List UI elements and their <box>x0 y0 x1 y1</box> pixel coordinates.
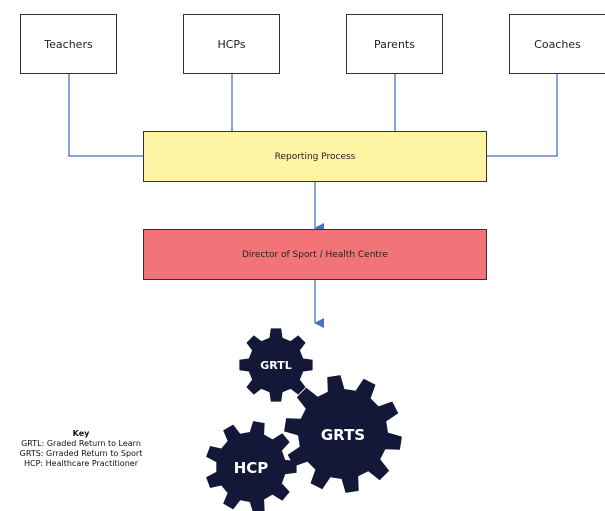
key-legend: Key GRTL: Graded Return to Learn GRTS: G… <box>0 429 162 469</box>
coaches-box: Coaches <box>509 14 605 74</box>
key-item-grts: GRTS: Grraded Return to Sport <box>19 449 143 458</box>
key-title: Key <box>72 429 90 438</box>
teachers-label: Teachers <box>44 37 93 51</box>
parents-label: Parents <box>374 37 415 51</box>
hcps-label: HCPs <box>217 37 246 51</box>
gear-hcp-label: HCP <box>234 459 269 477</box>
key-item-grtl: GRTL: Graded Return to Learn <box>21 439 141 448</box>
gear-grtl: GRTL <box>239 328 313 402</box>
director-box: Director of Sport / Health Centre <box>143 229 487 280</box>
reporting-process-box: Reporting Process <box>143 131 487 182</box>
coaches-label: Coaches <box>534 37 581 51</box>
key-item-hcp: HCP: Healthcare Practitioner <box>24 459 138 468</box>
gear-hcp: HCP <box>206 421 297 511</box>
hcps-box: HCPs <box>183 14 280 74</box>
teachers-connector <box>68 74 143 157</box>
reporting-process-label: Reporting Process <box>274 151 356 162</box>
gear-grts-label: GRTS <box>321 426 365 444</box>
coaches-connector <box>487 74 558 157</box>
gear-grtl-label: GRTL <box>260 359 292 372</box>
teachers-box: Teachers <box>20 14 117 74</box>
director-label: Director of Sport / Health Centre <box>242 249 388 260</box>
parents-box: Parents <box>346 14 443 74</box>
gear-grts: GRTS <box>284 375 402 493</box>
